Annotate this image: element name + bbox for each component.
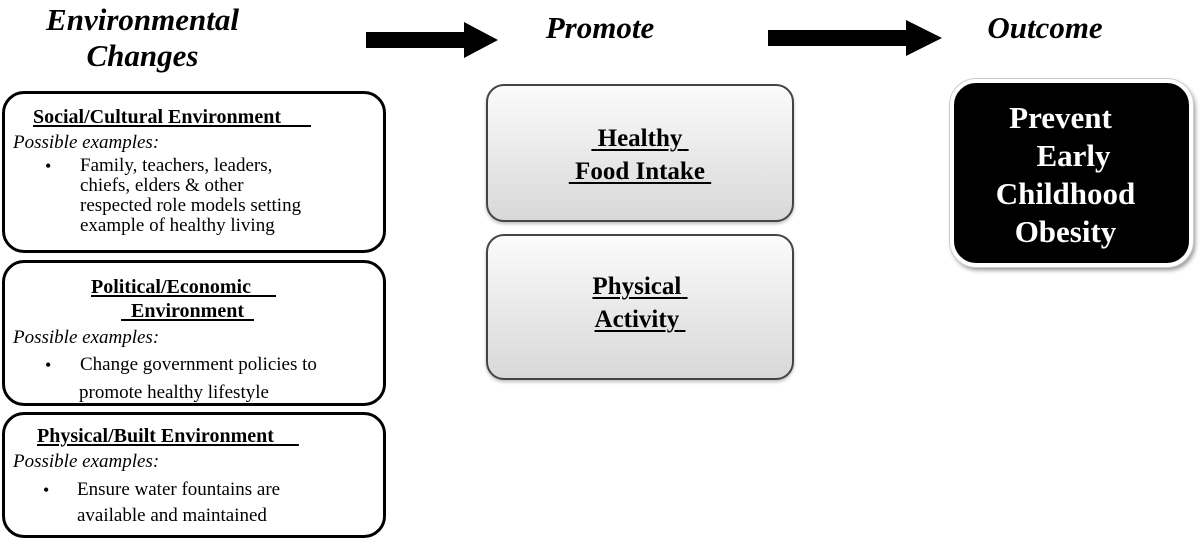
prevent-early-childhood-obesity-box: Prevent Early Childhood Obesity [950,79,1193,267]
outcome-line-4: Obesity [1014,214,1117,249]
social-cultural-bullet-line-1: Family, teachers, leaders, [80,155,273,176]
arrow-to-outcome [768,20,942,56]
healthy-food-intake-box: Healthy Food Intake [486,84,794,222]
physical-built-environment-box: Physical/Built Environment Possible exam… [2,412,386,538]
social-cultural-bullet-line-2: chiefs, elders & other [80,175,244,196]
political-economic-environment-box: Political/Economic Environment Possible … [2,260,386,406]
healthy-food-intake-line-2: Food Intake [575,158,705,185]
promote-heading: Promote [545,10,655,45]
physical-activity-box: Physical Activity [486,234,794,380]
political-economic-bullet-line-2: promote healthy lifestyle [79,382,269,403]
healthy-food-intake-line-1: Healthy [597,125,683,152]
outcome-heading: Outcome [987,10,1103,45]
physical-built-title: Physical/Built Environment [37,425,274,447]
social-cultural-subtitle: Possible examples: [13,132,160,153]
environmental-changes-heading-line-1: Environmental [46,2,239,37]
political-economic-bullet-line-1: Change government policies to [80,354,317,375]
physical-built-subtitle: Possible examples: [13,451,160,472]
social-cultural-title: Social/Cultural Environment [33,106,281,128]
physical-activity-line-1: Physical [592,273,682,300]
social-cultural-environment-box: Social/Cultural Environment Possible exa… [2,91,386,253]
bullet-dot: • [45,355,52,375]
physical-built-bullet-line-2: available and maintained [77,505,267,526]
outcome-line-2: Early [1036,138,1111,173]
physical-built-bullet-line-1: Ensure water fountains are [77,479,281,500]
social-cultural-bullet-line-4: example of healthy living [80,215,275,236]
political-economic-title-line-2: Environment [131,300,244,322]
bullet-dot: • [45,156,52,176]
physical-activity-line-2: Activity [594,306,680,333]
environmental-changes-heading: Environmental Changes [10,2,275,74]
political-economic-subtitle: Possible examples: [13,327,160,348]
social-cultural-bullet-line-3: respected role models setting [80,195,302,216]
arrow-to-promote [366,22,498,58]
political-economic-title-line-1: Political/Economic [91,276,251,298]
bullet-dot: • [43,480,50,500]
environmental-changes-heading-line-2: Changes [86,38,199,73]
outcome-line-3: Childhood [995,176,1136,211]
outcome-line-1: Prevent [1009,100,1112,135]
